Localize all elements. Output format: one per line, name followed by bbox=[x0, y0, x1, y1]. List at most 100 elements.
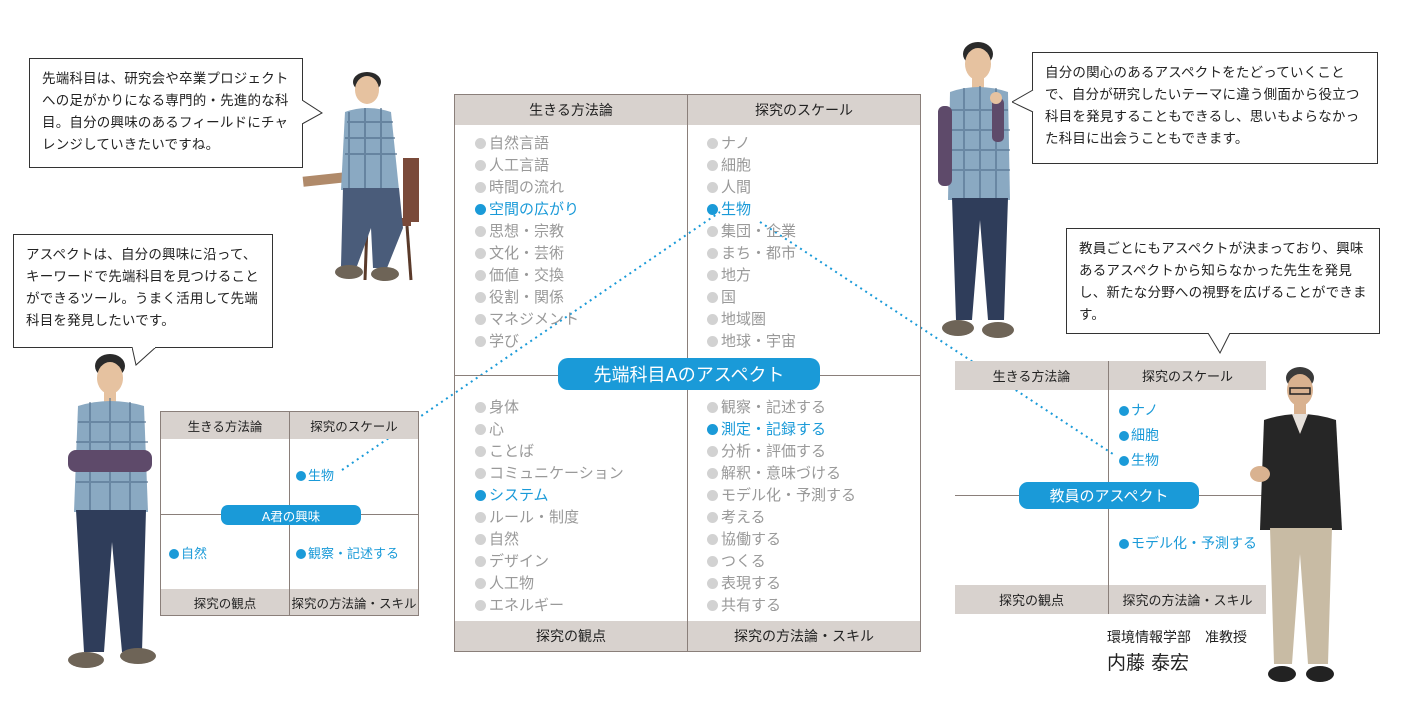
teacher-header-left: 生きる方法論 bbox=[955, 361, 1109, 390]
main-aspect-matrix: 生きる方法論 探究のスケール 自然言語人工言語時間の流れ空間の広がり思想・宗教文… bbox=[454, 94, 921, 652]
aspect-dot bbox=[707, 336, 718, 347]
aspect-item: 価値・交換 bbox=[475, 264, 579, 286]
aspect-item: 地球・宇宙 bbox=[707, 330, 796, 352]
aspect-label: 地域圏 bbox=[721, 310, 767, 328]
aspect-label: 集団・企業 bbox=[721, 222, 797, 240]
aspect-dot bbox=[475, 138, 486, 149]
aspect-item: ルール・制度 bbox=[475, 506, 624, 528]
aspect-label: モデル化・予測する bbox=[721, 486, 857, 504]
aspect-item: 自然 bbox=[475, 528, 624, 550]
aspect-item: 空間の広がり bbox=[475, 198, 579, 220]
aspect-item: 心 bbox=[475, 418, 624, 440]
aspect-label: 役割・関係 bbox=[489, 288, 565, 306]
aspect-item: モデル化・予測する bbox=[707, 484, 856, 506]
aspect-label: システム bbox=[489, 486, 549, 504]
teacher-item-cell: 細胞 bbox=[1119, 425, 1159, 445]
aspect-label: 時間の流れ bbox=[489, 178, 565, 196]
main-list-top-left: 自然言語人工言語時間の流れ空間の広がり思想・宗教文化・芸術価値・交換役割・関係マ… bbox=[475, 132, 579, 352]
aspect-item: まち・都市 bbox=[707, 242, 796, 264]
aspect-item: 生物 bbox=[707, 198, 796, 220]
aspect-dot bbox=[475, 600, 486, 611]
aspect-item: 国 bbox=[707, 286, 796, 308]
aspect-dot bbox=[707, 512, 718, 523]
aspect-label: 地方 bbox=[721, 266, 752, 284]
aspect-label: 測定・記録する bbox=[721, 420, 827, 438]
aspect-label: まち・都市 bbox=[721, 244, 797, 262]
teacher-affiliation: 環境情報学部 准教授 bbox=[1107, 630, 1247, 646]
aspect-label: ナノ bbox=[721, 134, 751, 152]
main-header-right: 探究のスケール bbox=[688, 95, 920, 125]
aspect-label: 思想・宗教 bbox=[489, 222, 565, 240]
teacher-footer-right: 探究の方法論・スキル bbox=[1109, 585, 1266, 614]
aspect-item: コミュニケーション bbox=[475, 462, 624, 484]
student-footer-right: 探究の方法論・スキル bbox=[290, 589, 418, 615]
seated-student-photo bbox=[302, 72, 419, 281]
aspect-item: 表現する bbox=[707, 572, 856, 594]
aspect-label: 心 bbox=[489, 420, 505, 438]
aspect-label: 観察・記述する bbox=[721, 398, 827, 416]
aspect-item: システム bbox=[475, 484, 624, 506]
aspect-label: 人工物 bbox=[489, 574, 535, 592]
teacher-item-modeling: モデル化・予測する bbox=[1119, 533, 1257, 553]
aspect-item: 人工物 bbox=[475, 572, 624, 594]
aspect-label: 生物 bbox=[721, 200, 752, 218]
aspect-label: 自然言語 bbox=[489, 134, 550, 152]
aspect-item: ことば bbox=[475, 440, 624, 462]
aspect-item: 観察・記述する bbox=[707, 396, 856, 418]
speech-bubble-top-left: 先端科目は、研究会や卒業プロジェクトへの足がかりになる専門的・先進的な科目。自分… bbox=[29, 58, 303, 168]
aspect-dot bbox=[475, 292, 486, 303]
aspect-dot bbox=[707, 292, 718, 303]
aspect-dot bbox=[707, 402, 718, 413]
aspect-label: 人工言語 bbox=[489, 156, 550, 174]
aspect-item: 自然言語 bbox=[475, 132, 579, 154]
aspect-label: 共有する bbox=[721, 596, 782, 614]
aspect-item: 解釈・意味づける bbox=[707, 462, 856, 484]
aspect-item: 分析・評価する bbox=[707, 440, 856, 462]
aspect-label: ことば bbox=[489, 442, 535, 460]
aspect-label: つくる bbox=[721, 552, 766, 570]
student-item-observe: 観察・記述する bbox=[296, 543, 399, 562]
student-item-organism: 生物 bbox=[296, 465, 334, 484]
bubble-text: 先端科目は、研究会や卒業プロジェクトへの足がかりになる専門的・先進的な科目。自分… bbox=[42, 71, 289, 153]
teacher-footer-left: 探究の観点 bbox=[955, 585, 1109, 614]
aspect-item: 思想・宗教 bbox=[475, 220, 579, 242]
aspect-dot bbox=[475, 248, 486, 259]
aspect-item: 地方 bbox=[707, 264, 796, 286]
aspect-dot bbox=[707, 270, 718, 281]
aspect-dot bbox=[707, 314, 718, 325]
aspect-label: 表現する bbox=[721, 574, 782, 592]
speech-bubble-mid-right: 教員ごとにもアスペクトが決まっており、興味あるアスペクトから知らなかった先生を発… bbox=[1066, 228, 1380, 334]
aspect-item: 身体 bbox=[475, 396, 624, 418]
teacher-item-nano: ナノ bbox=[1119, 400, 1158, 420]
aspect-item: エネルギー bbox=[475, 594, 624, 616]
standing-student-photo bbox=[68, 354, 156, 668]
main-footer-left: 探究の観点 bbox=[455, 621, 688, 651]
teacher-center-label: 教員のアスペクト bbox=[1019, 482, 1199, 509]
aspect-dot bbox=[707, 424, 718, 435]
aspect-item: 細胞 bbox=[707, 154, 796, 176]
teacher-aspect-matrix: 生きる方法論 探究のスケール 探究の観点 探究の方法論・スキル ナノ 細胞 生物… bbox=[955, 361, 1266, 615]
main-header-left: 生きる方法論 bbox=[455, 95, 688, 125]
aspect-item: 人工言語 bbox=[475, 154, 579, 176]
teacher-header-right: 探究のスケール bbox=[1109, 361, 1266, 390]
aspect-item: 測定・記録する bbox=[707, 418, 856, 440]
aspect-dot bbox=[475, 182, 486, 193]
aspect-dot bbox=[707, 138, 718, 149]
student-header-left: 生きる方法論 bbox=[161, 412, 290, 439]
aspect-item: 時間の流れ bbox=[475, 176, 579, 198]
student-footer-left: 探究の観点 bbox=[161, 589, 290, 615]
aspect-item: 人間 bbox=[707, 176, 796, 198]
aspect-dot bbox=[475, 556, 486, 567]
student-header-right: 探究のスケール bbox=[290, 412, 418, 439]
bubble-tail-mid-left bbox=[132, 347, 157, 366]
student-aspect-matrix: 生きる方法論 探究のスケール 探究の観点 探究の方法論・スキル 生物 自然 観察… bbox=[160, 411, 419, 616]
main-list-bottom-left: 身体心ことばコミュニケーションシステムルール・制度自然デザイン人工物エネルギー bbox=[475, 396, 624, 616]
aspect-label: マネジメント bbox=[489, 310, 580, 328]
aspect-label: コミュニケーション bbox=[489, 464, 624, 482]
aspect-item: 協働する bbox=[707, 528, 856, 550]
main-center-label: 先端科目Aのアスペクト bbox=[558, 358, 820, 390]
aspect-item: 共有する bbox=[707, 594, 856, 616]
aspect-label: 解釈・意味づける bbox=[721, 464, 842, 482]
aspect-dot bbox=[707, 556, 718, 567]
